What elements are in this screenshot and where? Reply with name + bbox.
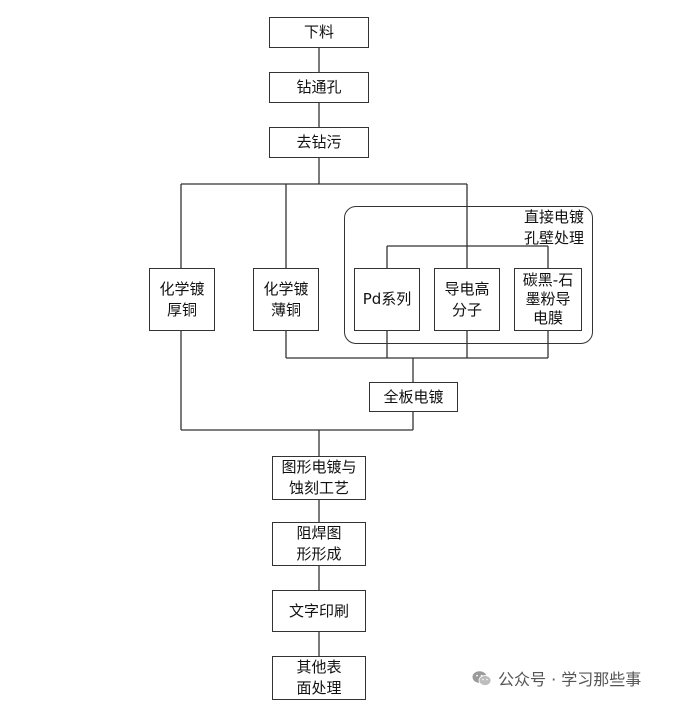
node-pd-label: Pd系列	[362, 290, 412, 308]
node-solder-mask: 阻焊图 形形成	[272, 522, 366, 566]
node-pattern-plating-line-2: 蚀刻工艺	[288, 479, 349, 497]
node-desmear-label: 去钻污	[296, 133, 342, 151]
node-legend-printing-label: 文字印刷	[288, 601, 349, 620]
node-conductive-polymer-line-2: 分子	[451, 300, 482, 319]
node-surface-finish-line-1: 其他表	[296, 658, 342, 676]
node-pd: Pd系列	[354, 268, 420, 331]
node-legend-printing: 文字印刷	[272, 590, 366, 632]
group-label-line-1: 直接电镀	[523, 208, 584, 226]
node-carbon-graphite: 碳黑-石 墨粉导 电膜	[514, 268, 582, 331]
node-electroless-thick-line-1: 化学镀	[159, 279, 205, 298]
node-conductive-polymer: 导电高 分子	[434, 268, 500, 331]
node-electroless-thin-line-2: 薄铜	[270, 300, 301, 319]
node-surface-finish-line-2: 面处理	[296, 679, 342, 697]
node-drill-label: 钻通孔	[296, 78, 342, 96]
wechat-icon	[472, 670, 492, 686]
node-surface-finish: 其他表 面处理	[272, 656, 366, 700]
node-electroless-thick: 化学镀 厚铜	[149, 268, 215, 331]
node-electroless-thin: 化学镀 薄铜	[253, 268, 319, 331]
node-carbon-graphite-line-2: 墨粉导	[525, 290, 571, 308]
node-panel-plating-label: 全板电镀	[383, 387, 444, 406]
direct-plating-group-label: 直接电镀 孔壁处理	[500, 207, 584, 249]
direct-plating-group	[344, 206, 593, 344]
node-pattern-plating: 图形电镀与 蚀刻工艺	[272, 456, 366, 500]
node-electroless-thin-line-1: 化学镀	[263, 279, 309, 298]
node-carbon-graphite-line-1: 碳黑-石	[522, 271, 574, 289]
node-solder-mask-line-2: 形形成	[296, 545, 342, 563]
node-electroless-thick-line-2: 厚铜	[166, 300, 197, 319]
node-cut-label: 下料	[303, 23, 334, 41]
node-solder-mask-line-1: 阻焊图	[296, 524, 342, 542]
node-desmear: 去钻污	[269, 127, 369, 158]
group-label-line-2: 孔壁处理	[523, 229, 584, 247]
watermark-text: 公众号 · 学习那些事	[498, 670, 642, 689]
node-pattern-plating-line-1: 图形电镀与	[281, 458, 357, 476]
node-cut: 下料	[269, 17, 369, 48]
watermark: 公众号 · 学习那些事	[472, 666, 641, 690]
node-conductive-polymer-line-1: 导电高	[444, 279, 490, 298]
node-drill: 钻通孔	[269, 72, 369, 103]
node-panel-plating: 全板电镀	[369, 382, 458, 412]
node-carbon-graphite-line-3: 电膜	[532, 309, 563, 327]
